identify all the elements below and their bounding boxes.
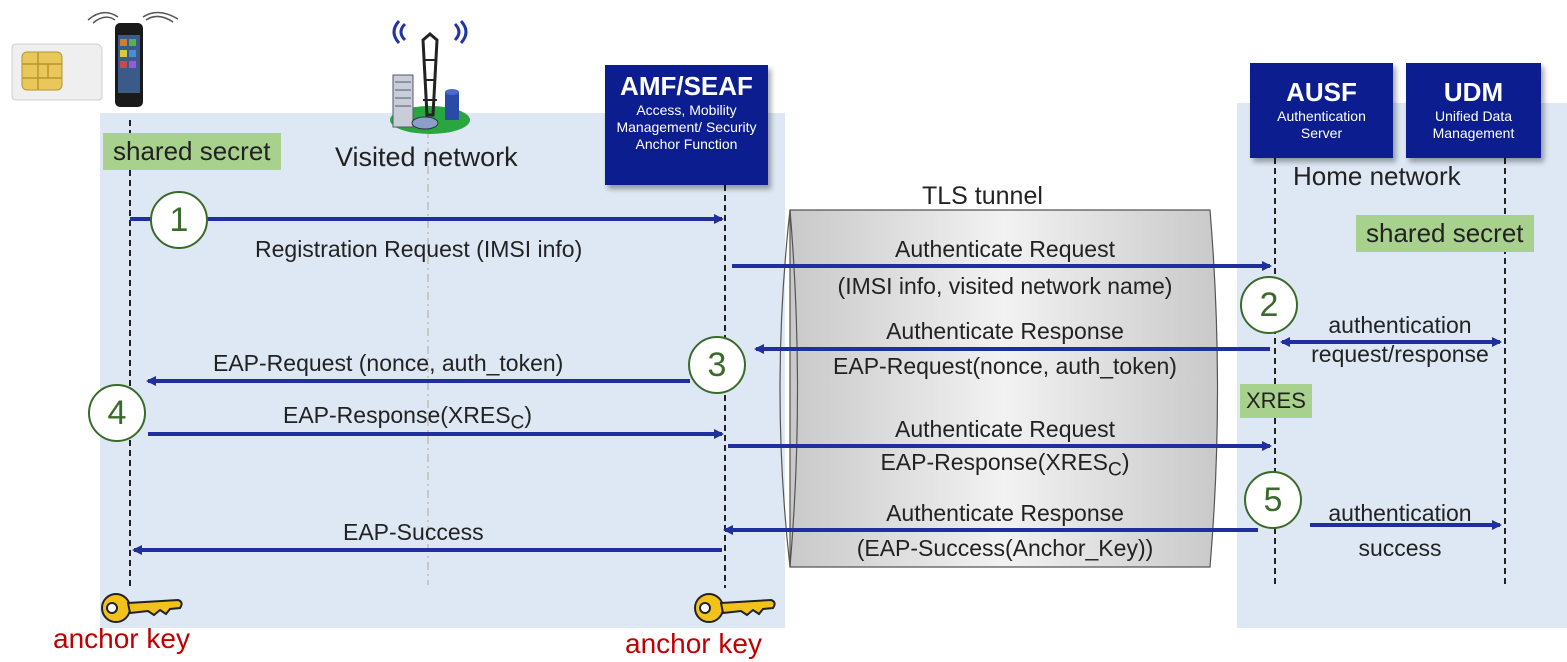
msg-authenticate-request-1: Authenticate Request (IMSI info, visited… — [795, 236, 1215, 300]
udm-box: UDM Unified Data Management — [1406, 63, 1541, 158]
shared-secret-ue: shared secret — [103, 133, 281, 170]
msg-authenticate-request-1-params: (IMSI info, visited network name) — [837, 273, 1173, 299]
msg-authenticate-request-2: Authenticate Request EAP-Response(XRESC) — [795, 416, 1215, 482]
msg-authenticate-request-2-payload: EAP-Response(XRESC) — [795, 449, 1215, 482]
amf-title: AMF/SEAF — [620, 71, 753, 101]
step-1-badge: 1 — [150, 191, 208, 249]
msg-eap-response: EAP-Response(XRESC) — [283, 402, 532, 435]
amf-subtitle: Access, Mobility Management/ Security An… — [616, 102, 757, 152]
cell-tower-icon — [383, 19, 478, 140]
msg-authenticate-request-2-sub: C — [1108, 459, 1122, 481]
msg-authenticate-request-2-title: Authenticate Request — [895, 416, 1115, 442]
key-icon — [100, 590, 185, 626]
msg-eap-success: EAP-Success — [343, 519, 484, 545]
ausf-title: AUSF — [1286, 77, 1357, 107]
visited-network-label: Visited network — [335, 142, 518, 172]
amf-seaf-box: AMF/SEAF Access, Mobility Management/ Se… — [605, 65, 768, 185]
ausf-subtitle: Authentication Server — [1277, 108, 1366, 141]
msg-auth-request-response-detail: request/response — [1311, 341, 1489, 367]
udm-subtitle: Unified Data Management — [1432, 108, 1515, 141]
phone-icon — [83, 5, 183, 110]
msg-authenticate-response-2-payload: (EAP-Success(Anchor_Key)) — [856, 535, 1154, 561]
msg-authenticate-response-1-title: Authenticate Response — [886, 318, 1124, 344]
msg-authenticate-response-2-title: Authenticate Response — [886, 500, 1124, 526]
msg-eap-response-close: ) — [524, 402, 533, 428]
msg-authenticate-response-1: Authenticate Response EAP-Request(nonce,… — [795, 318, 1215, 380]
tls-tunnel-label: TLS tunnel — [922, 182, 1043, 210]
udm-title: UDM — [1443, 77, 1504, 107]
home-network-panel — [1237, 103, 1567, 628]
ausf-box: AUSF Authentication Server — [1250, 63, 1393, 158]
key-icon — [693, 590, 778, 626]
msg-authentication-success-title: authentication — [1328, 500, 1472, 526]
msg-authentication-success-detail: success — [1358, 535, 1442, 561]
step-3-badge: 3 — [688, 336, 746, 394]
msg-authenticate-response-1-payload: EAP-Request(nonce, auth_token) — [833, 353, 1177, 379]
msg-authenticate-request-1-title: Authenticate Request — [895, 236, 1115, 262]
msg-authenticate-response-2: Authenticate Response (EAP-Success(Ancho… — [795, 500, 1215, 562]
msg-auth-request-response-title: authentication — [1328, 312, 1472, 338]
step-2-badge: 2 — [1240, 276, 1298, 334]
anchor-key-ue-label: anchor key — [53, 623, 190, 654]
sim-card-icon — [10, 40, 105, 102]
msg-registration-request: Registration Request (IMSI info) — [255, 236, 583, 262]
anchor-key-amf-label: anchor key — [625, 628, 762, 659]
msg-eap-response-text: EAP-Response(XRES — [283, 402, 511, 428]
step-4-badge: 4 — [88, 384, 146, 442]
msg-eap-response-sub: C — [510, 412, 525, 434]
msg-authenticate-request-2-close: ) — [1121, 449, 1130, 475]
home-network-label: Home network — [1293, 161, 1461, 191]
msg-authentication-success: authentication success — [1300, 500, 1500, 562]
step-5-badge: 5 — [1244, 471, 1302, 529]
xres-badge: XRES — [1240, 384, 1312, 418]
visited-network-panel — [100, 113, 785, 628]
shared-secret-home: shared secret — [1356, 215, 1534, 252]
msg-eap-request: EAP-Request (nonce, auth_token) — [213, 350, 564, 376]
tls-tunnel — [779, 209, 1219, 568]
msg-auth-request-response: authentication request/response — [1300, 312, 1500, 368]
msg-authenticate-request-2-text: EAP-Response(XRES — [880, 449, 1109, 475]
